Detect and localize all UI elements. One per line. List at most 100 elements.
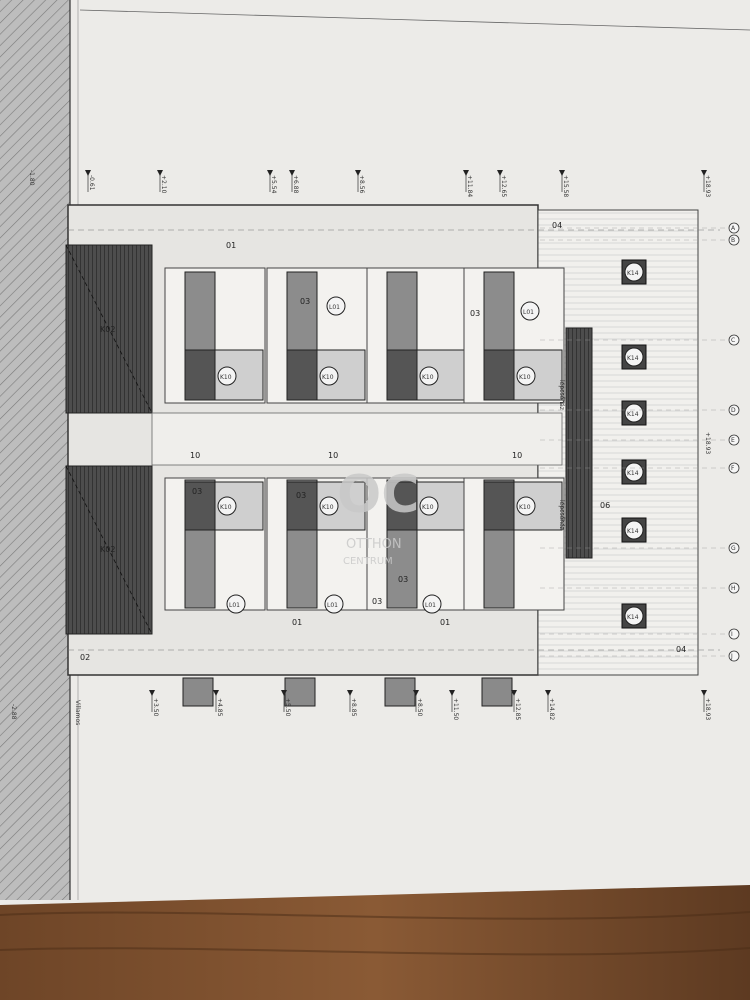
axis-label: B: [731, 237, 735, 244]
level-label: +2.10: [160, 175, 167, 194]
level-label: +15.58: [562, 175, 569, 197]
unit-module: [164, 477, 266, 611]
marker-door: L01: [324, 594, 344, 614]
level-label: +12.65: [500, 175, 507, 197]
unit-module: [266, 267, 368, 404]
level-label: +8.85: [350, 698, 357, 717]
level-label: +3.50: [152, 698, 159, 717]
level-label: +11.84: [466, 175, 473, 197]
marker-window: K10: [516, 496, 536, 516]
marker-label: K10: [519, 504, 531, 511]
axis-marker: E: [540, 434, 740, 446]
marker-label: K10: [422, 504, 434, 511]
bottom-note: Villamos: [74, 700, 81, 725]
room-label: 04: [552, 221, 562, 230]
level-label: +14.82: [548, 698, 555, 720]
level-label: +8.50: [416, 698, 423, 717]
marker-door: L01: [422, 594, 442, 614]
marker-label: L01: [329, 304, 340, 311]
sky-marker: K14: [621, 259, 647, 285]
room-label: 03: [470, 309, 480, 318]
marker-door: L01: [326, 296, 346, 316]
stair-block: [565, 327, 593, 559]
side-roof: [537, 209, 699, 676]
watermark-logo: OC: [337, 465, 419, 525]
axis-marker: H: [540, 582, 740, 594]
level-label: +5.50: [284, 698, 291, 717]
marker-label: K10: [422, 374, 434, 381]
marker-label: K14: [627, 270, 639, 277]
roof-markers: K02 K02: [100, 325, 115, 554]
marker-label: K10: [322, 504, 334, 511]
marker-label: K14: [627, 528, 639, 535]
marker-label: K14: [627, 614, 639, 621]
roof-marker: K02: [100, 545, 115, 554]
balcony-block: [384, 677, 416, 707]
axis-marker: A: [540, 222, 740, 234]
room-label: 06: [600, 501, 610, 510]
axis-label: D: [731, 407, 736, 414]
sky-marker: K14: [621, 603, 647, 629]
marker-label: K14: [627, 470, 639, 477]
axis-marker: C: [540, 334, 740, 346]
room-labels: 01 10 10 10 01 01 04 04 06 02 03 03 03 0…: [80, 221, 686, 662]
side-level: +18.93: [704, 432, 711, 454]
marker-window: K10: [319, 496, 339, 516]
marker-label: K10: [322, 374, 334, 381]
room-label: 10: [328, 451, 338, 460]
sky-marker: K14: [621, 400, 647, 426]
marker-label: L01: [523, 309, 534, 316]
marker-label: L01: [229, 602, 240, 609]
room-label: 10: [190, 451, 200, 460]
balcony-block: [481, 677, 513, 707]
watermark-name: OTTHON: [346, 537, 402, 552]
marker-label: K10: [220, 374, 232, 381]
axis-marker: B: [540, 234, 740, 246]
marker-window: K10: [419, 496, 439, 516]
axis-label: G: [731, 545, 736, 552]
marker-window: K10: [217, 366, 237, 386]
room-label: 03: [296, 491, 306, 500]
level-label: +18.93: [704, 175, 711, 197]
level-label: +5.54: [270, 175, 277, 194]
axis-marker: D: [540, 404, 740, 416]
level-label: +11.50: [452, 698, 459, 720]
roof-marker: K02: [100, 325, 115, 334]
marker-window: K10: [217, 496, 237, 516]
level-label: +12.85: [514, 698, 521, 720]
axis-label: J: [730, 653, 733, 660]
unit-module: [463, 477, 565, 611]
stair-label-2: lépcsőház: [558, 500, 565, 530]
room-label: 03: [300, 297, 310, 306]
axis-label: H: [731, 585, 736, 592]
marker-label: K10: [519, 374, 531, 381]
axis-label: C: [731, 337, 735, 344]
watermark: OC OTTHON CENTRUM: [337, 465, 419, 567]
room-label: 01: [226, 241, 236, 250]
marker-window: K10: [319, 366, 339, 386]
room-label: 04: [676, 645, 686, 654]
unit-module: [164, 267, 266, 404]
balcony-block: [182, 677, 214, 707]
marker-window: K10: [516, 366, 536, 386]
level-label: -0.61: [88, 175, 95, 191]
marker-door: L01: [226, 594, 246, 614]
level-label: -1.80: [28, 170, 35, 186]
sky-marker: K14: [621, 344, 647, 370]
marker-label: K10: [220, 504, 232, 511]
level-label: +8.56: [358, 175, 365, 194]
axis-marker: F: [540, 462, 740, 474]
marker-label: K14: [627, 355, 639, 362]
unit-module: [463, 267, 565, 404]
level-label: +6.88: [292, 175, 299, 194]
room-label: 02: [80, 653, 90, 662]
room-label: 01: [440, 618, 450, 627]
unit-module: [366, 477, 468, 611]
sky-marker: K14: [621, 459, 647, 485]
marker-label: L01: [425, 602, 436, 609]
axis-label: E: [731, 437, 735, 444]
axis-label: F: [731, 465, 735, 472]
level-label: -2.88: [10, 704, 17, 720]
level-label: +18.93: [704, 698, 711, 720]
